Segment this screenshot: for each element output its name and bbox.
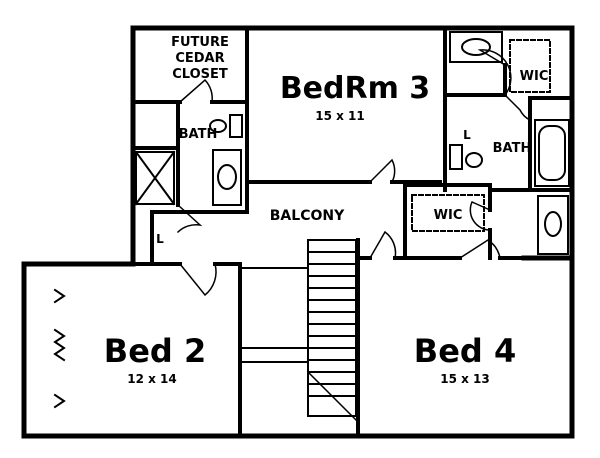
room-label-bedrm3: BedRm 3 — [280, 71, 430, 106]
room-label-bed2: Bed 2 — [104, 332, 206, 370]
linen-label-right: L — [463, 128, 471, 142]
room-label-balcony: BALCONY — [270, 208, 345, 224]
room-size-bed2: 12 x 14 — [127, 372, 177, 386]
door-swings — [176, 49, 532, 297]
cedar-closet-line3: CLOSET — [172, 67, 228, 82]
room-label-wic-top: WIC — [520, 69, 549, 84]
room-size-bedrm3: 15 x 11 — [315, 109, 365, 123]
room-size-bed4: 15 x 13 — [440, 372, 490, 386]
linen-label-left: L — [156, 232, 164, 246]
room-labels: BedRm 3 15 x 11 Bed 2 12 x 14 Bed 4 15 x… — [104, 35, 549, 386]
room-label-wic-mid: WIC — [434, 208, 463, 223]
cedar-closet-line2: CEDAR — [175, 51, 224, 66]
interior-walls — [131, 26, 574, 438]
fixtures — [134, 31, 570, 255]
cedar-closet-line1: FUTURE — [171, 35, 229, 50]
room-label-bath-left: BATH — [179, 127, 218, 142]
staircase — [239, 239, 358, 422]
closet-bifold-doors — [53, 288, 66, 409]
room-label-bed4: Bed 4 — [414, 332, 516, 370]
room-label-bath-right: BATH — [493, 141, 532, 156]
exterior-walls — [21, 25, 575, 439]
